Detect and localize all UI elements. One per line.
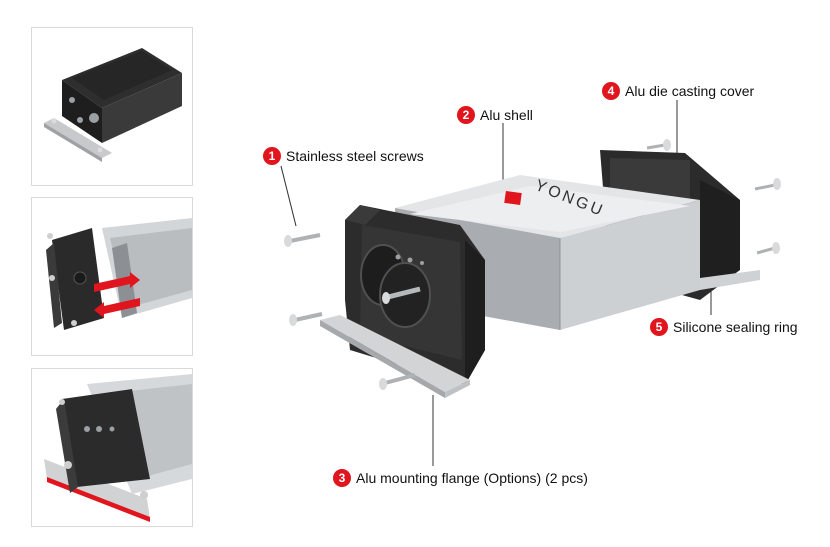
leader-line-screws [280, 165, 297, 227]
mounting-flange [320, 315, 470, 398]
seal-insertion-illustration [46, 218, 192, 330]
callout-number-badge: 3 [333, 469, 351, 487]
right-screws [646, 139, 781, 255]
callout-alu-mounting-flange: 3 Alu mounting flange (Options) (2 pcs) [333, 469, 588, 487]
thumbnail-seal-insertion-view [31, 197, 193, 356]
callout-silicone-sealing-ring: 5 Silicone sealing ring [650, 318, 798, 336]
callout-text: Stainless steel screws [286, 148, 424, 164]
thumbnail-assembled-view [31, 27, 193, 186]
callout-number-badge: 4 [602, 82, 620, 100]
callout-text: Alu mounting flange (Options) (2 pcs) [356, 470, 588, 486]
callout-text: Alu die casting cover [625, 83, 755, 99]
callout-text: Silicone sealing ring [673, 319, 798, 335]
callout-alu-die-casting-cover: 4 Alu die casting cover [602, 82, 754, 100]
callout-number-badge: 2 [457, 106, 475, 124]
left-screws [284, 233, 416, 390]
assembled-enclosure-illustration [44, 48, 182, 162]
callout-alu-shell: 2 Alu shell [457, 106, 533, 124]
callout-stainless-steel-screws: 1 Stainless steel screws [263, 147, 424, 165]
callout-number-badge: 5 [650, 318, 668, 336]
callout-text: Alu shell [480, 107, 533, 123]
flange-highlight-illustration [44, 374, 192, 522]
callout-number-badge: 1 [263, 147, 281, 165]
thumbnail-flange-view [31, 368, 193, 527]
